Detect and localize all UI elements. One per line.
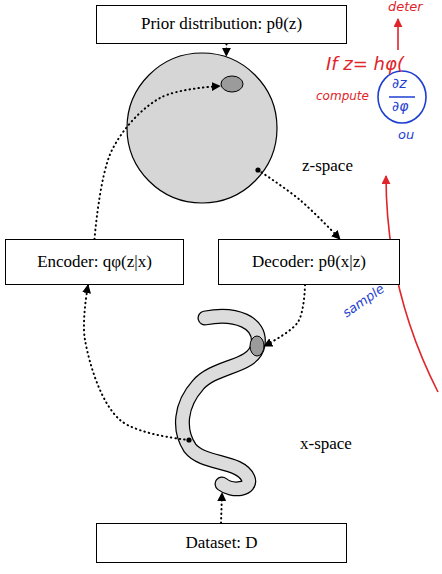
annotation-holder: compute [316,90,369,103]
ink-arrow [397,19,399,50]
process-box: Prior distribution: pθ(z) [96,5,347,44]
handwritten-note: sample [340,282,387,321]
process-box: Encoder: qφ(z|x) [5,239,184,285]
manifold-outline [160,300,280,510]
dotted-arrow [258,170,340,239]
space-label: z-space [302,156,353,176]
sample-dot [255,167,260,172]
ink-circle [378,71,426,123]
circle-outline [126,52,278,204]
data-manifold: x-space [160,300,280,510]
annotation-holder: deter [388,0,423,14]
box-label: Dataset: D [185,533,257,553]
process-box: Dataset: D [96,523,347,563]
latent-space-circle: z-space [126,52,278,204]
handwritten-note: ∂z [392,76,407,91]
dotted-arrow [264,285,305,346]
process-box: Decoder: pθ(x|z) [218,239,400,285]
annotation-holder: ou [398,128,414,142]
annotation-holder: sample [340,294,387,308]
likelihood-blob [250,336,264,356]
handwritten-note: If z= hφ( [326,54,404,74]
dotted-arrow [225,44,227,56]
handwritten-note: deter [388,0,423,14]
manifold-edge [182,316,258,489]
space-label: x-space [300,434,352,454]
handwritten-note: compute [316,90,369,103]
annotation-holder: ∂φ [392,99,408,114]
handwritten-note: ou [398,128,414,142]
posterior-blob [221,76,243,92]
dotted-arrow [84,285,189,440]
annotation-holder: If z= hφ( [326,54,404,74]
dotted-arrow [221,493,222,523]
fraction-bar [389,96,415,98]
annotation-holder: ∂z [392,76,407,91]
box-label: Decoder: pθ(x|z) [252,252,366,272]
datapoint-dot [186,437,191,442]
handwritten-note: ∂φ [392,99,408,114]
latent-disc [127,53,277,203]
manifold-fill [182,316,258,489]
box-label: Encoder: qφ(z|x) [37,252,152,272]
box-label: Prior distribution: pθ(z) [141,14,302,34]
